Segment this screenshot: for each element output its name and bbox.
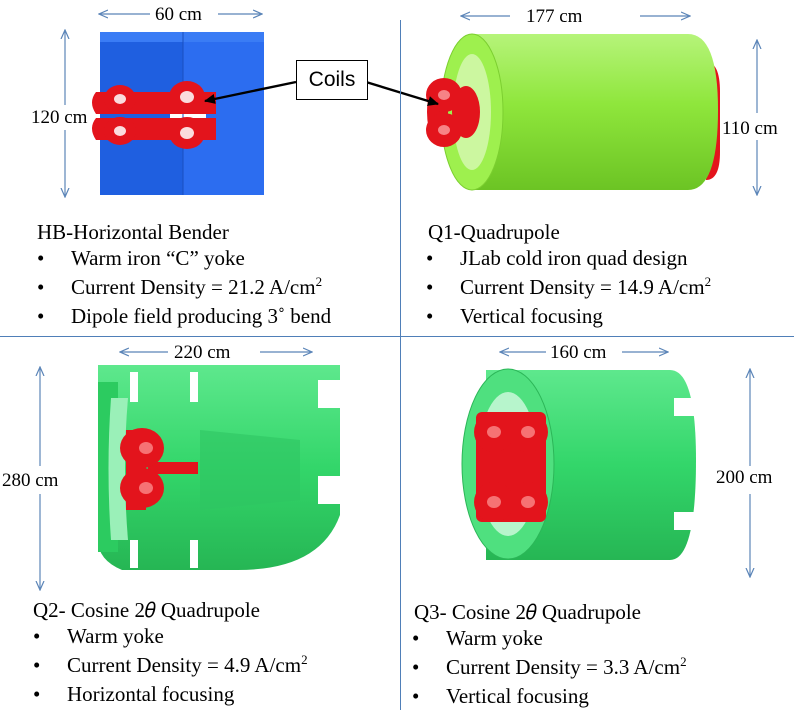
- q3-magnet: [461, 368, 698, 560]
- q2-width-label: 220 cm: [174, 342, 231, 363]
- q1-bullet-2: Current Density = 14.9 A/cm2: [422, 273, 711, 302]
- q2-height-label: 280 cm: [2, 470, 59, 491]
- hb-width-label: 60 cm: [155, 4, 202, 25]
- q1-bullet-1: JLab cold iron quad design: [422, 244, 711, 273]
- q2-bullet-3: Horizontal focusing: [29, 680, 308, 709]
- hb-bullet-3: Dipole field producing 3˚ bend: [33, 302, 331, 331]
- callout-arrows: [204, 80, 439, 106]
- q1-width-label: 177 cm: [526, 6, 583, 27]
- hb-bullet-1: Warm iron “C” yoke: [33, 244, 331, 273]
- hb-magnet: [92, 32, 264, 195]
- q3-bullet-3: Vertical focusing: [408, 682, 687, 711]
- q1-magnet: [426, 33, 720, 191]
- q1-bullet-3: Vertical focusing: [422, 302, 711, 331]
- q3-title: Q3- Cosine 2𝜃 Quadrupole: [414, 600, 641, 624]
- q2-bullet-list: Warm yoke Current Density = 4.9 A/cm2 Ho…: [29, 622, 308, 709]
- q2-bullet-1: Warm yoke: [29, 622, 308, 651]
- q1-height-label: 110 cm: [722, 118, 778, 139]
- hb-bullet-2: Current Density = 21.2 A/cm2: [33, 273, 331, 302]
- hb-title: HB-Horizontal Bender: [37, 220, 229, 244]
- hb-bullet-list: Warm iron “C” yoke Current Density = 21.…: [33, 244, 331, 331]
- horizontal-divider: [0, 336, 794, 337]
- q2-title: Q2- Cosine 2𝜃 Quadrupole: [33, 598, 260, 622]
- coils-callout: Coils: [296, 60, 368, 100]
- q1-title: Q1-Quadrupole: [428, 220, 560, 244]
- q3-bullet-1: Warm yoke: [408, 624, 687, 653]
- q1-bullet-list: JLab cold iron quad design Current Densi…: [422, 244, 711, 331]
- q3-coil-icon: [474, 412, 548, 522]
- dimension-arrows: [40, 14, 757, 590]
- hb-height-label: 120 cm: [31, 107, 88, 128]
- q3-bullet-list: Warm yoke Current Density = 3.3 A/cm2 Ve…: [408, 624, 687, 711]
- q2-magnet: [98, 365, 340, 570]
- vertical-divider: [400, 20, 401, 710]
- q3-bullet-2: Current Density = 3.3 A/cm2: [408, 653, 687, 682]
- q2-bullet-2: Current Density = 4.9 A/cm2: [29, 651, 308, 680]
- q3-width-label: 160 cm: [550, 342, 607, 363]
- q3-height-label: 200 cm: [716, 467, 773, 488]
